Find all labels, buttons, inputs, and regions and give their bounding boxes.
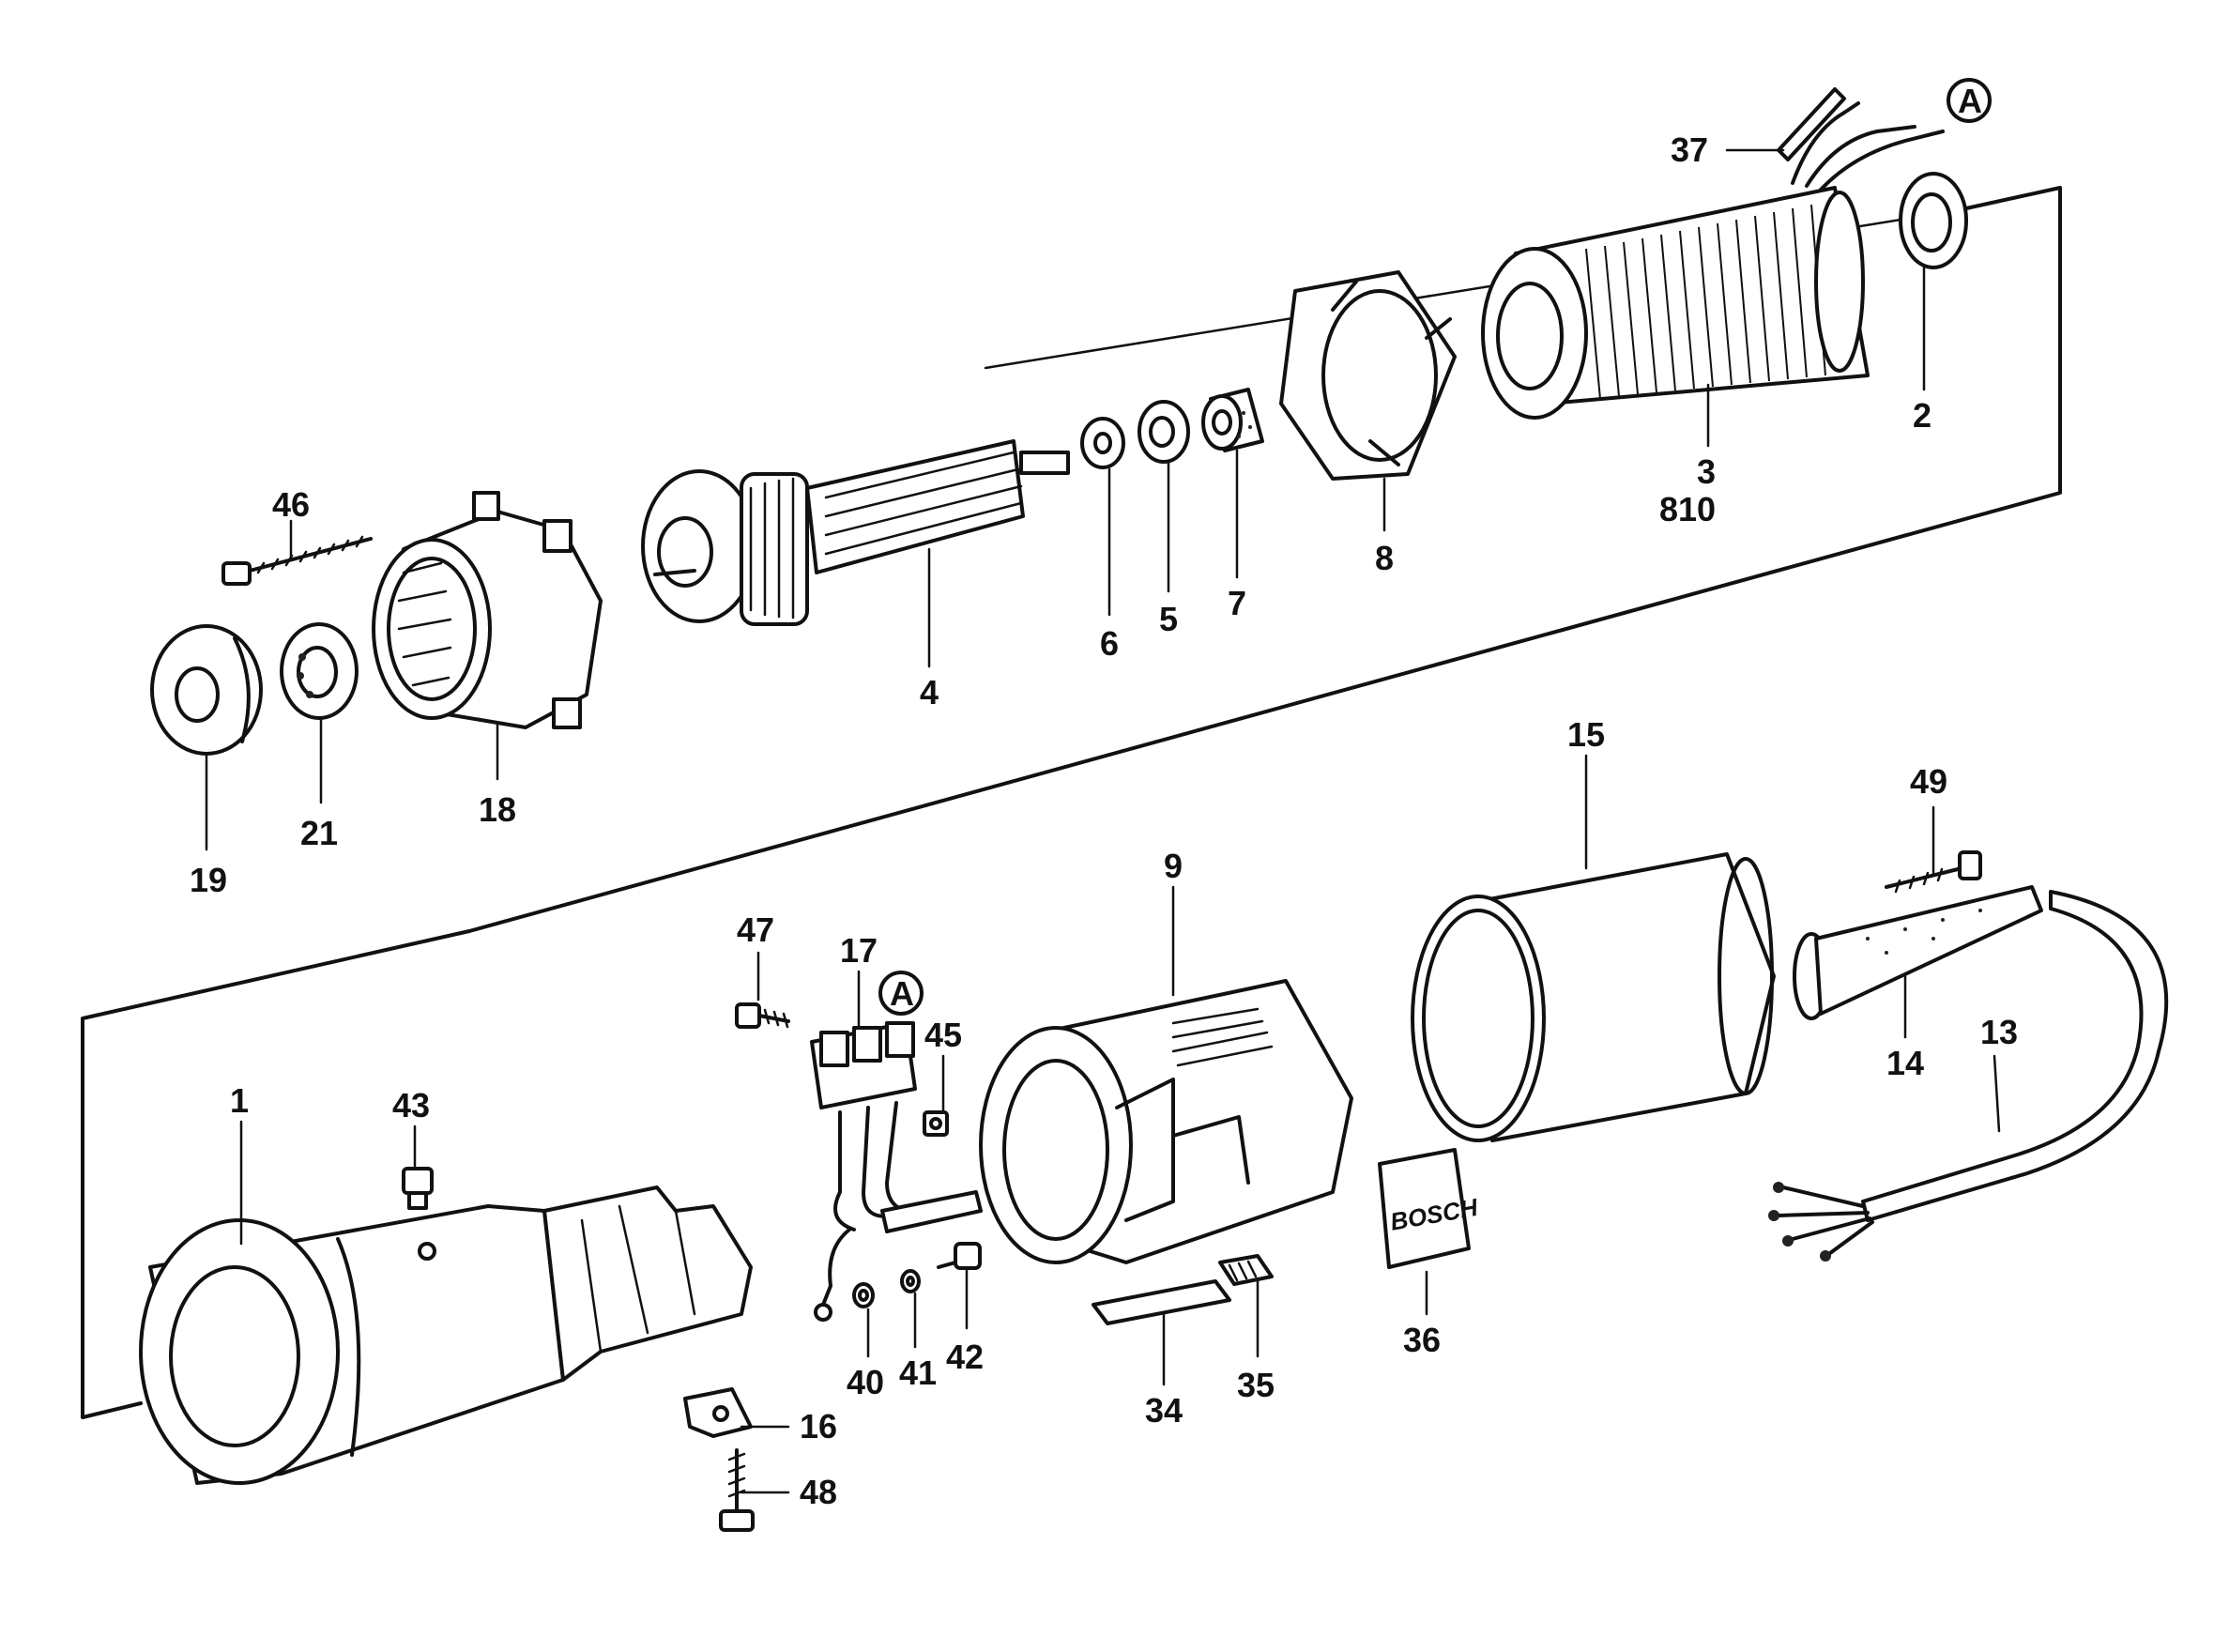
callout-35: 35 (1237, 1366, 1275, 1404)
part-3-stator (1481, 87, 1945, 420)
callout-47: 47 (737, 910, 774, 949)
callout-42: 42 (946, 1338, 984, 1376)
part-45-nut (923, 1110, 949, 1137)
callout-43: 43 (392, 1086, 430, 1124)
leader-lines (205, 148, 2001, 1494)
callout-6: 6 (1100, 624, 1119, 663)
callout-19: 19 (190, 861, 227, 899)
callout-8: 8 (1375, 539, 1394, 577)
callout-810: 810 (1659, 490, 1716, 528)
part-18-housing (372, 491, 603, 729)
callout-labels: 46 19 21 18 4 6 5 7 8 3 810 2 37 A 15 49… (190, 78, 2018, 1511)
part-48-screw (719, 1448, 755, 1532)
part-21-ball-bearing (280, 622, 359, 720)
part-42-screw (937, 1242, 982, 1270)
callout-36: 36 (1403, 1321, 1441, 1359)
part-34-label (1092, 1279, 1231, 1325)
part-46-screw (221, 535, 373, 586)
callout-40: 40 (847, 1363, 884, 1401)
callout-48: 48 (800, 1473, 837, 1511)
callout-37: 37 (1671, 130, 1708, 169)
callout-5: 5 (1159, 600, 1178, 638)
part-8-baffle-ring (1279, 270, 1457, 481)
part-19-seal-ring (150, 624, 263, 756)
part-1-motor-housing (139, 1185, 753, 1485)
callout-45: 45 (924, 1016, 962, 1054)
part-43-screw (402, 1167, 434, 1210)
callout-1: 1 (230, 1081, 249, 1120)
part-6-washer (1080, 417, 1125, 469)
callout-41: 41 (899, 1354, 937, 1392)
part-13-cable (1768, 890, 2169, 1262)
callout-18: 18 (479, 790, 516, 829)
callout-14: 14 (1886, 1044, 1924, 1082)
part-2-ring (1899, 172, 1968, 269)
callout-4: 4 (920, 673, 939, 711)
callout-49: 49 (1910, 762, 1947, 801)
callout-46: 46 (272, 485, 310, 524)
callout-7: 7 (1228, 584, 1246, 622)
callout-13: 13 (1980, 1013, 2018, 1051)
reference-marker-a-mid: A (878, 971, 924, 1016)
callout-17: 17 (840, 931, 878, 970)
part-49-screw (1885, 850, 1982, 894)
callout-21: 21 (300, 814, 338, 852)
part-7-sleeve (1201, 388, 1264, 452)
callout-a-top: A (1958, 82, 1982, 120)
callout-a-mid: A (890, 974, 914, 1013)
part-40-washer (852, 1282, 875, 1308)
part-47-screw (735, 1002, 790, 1029)
part-41-washer (900, 1269, 921, 1293)
part-36-nameplate: BOSCH (1378, 1148, 1481, 1269)
callout-3: 3 (1697, 452, 1716, 491)
callout-15: 15 (1567, 715, 1605, 754)
part-16-clamp (683, 1387, 753, 1438)
part-15-cover (1411, 852, 1776, 1142)
part-14-cable-sleeve (1793, 885, 2043, 1020)
part-17-terminal-block (810, 1021, 983, 1322)
part-9-handle-housing (979, 979, 1353, 1264)
part-35-plate (1218, 1254, 1274, 1286)
callout-2: 2 (1913, 396, 1932, 435)
part-4-armature (641, 439, 1070, 626)
callout-34: 34 (1145, 1391, 1183, 1430)
callout-9: 9 (1164, 847, 1183, 885)
part-5-bearing (1138, 400, 1190, 464)
callout-16: 16 (800, 1407, 837, 1446)
reference-marker-a-top: A (1947, 78, 1992, 123)
